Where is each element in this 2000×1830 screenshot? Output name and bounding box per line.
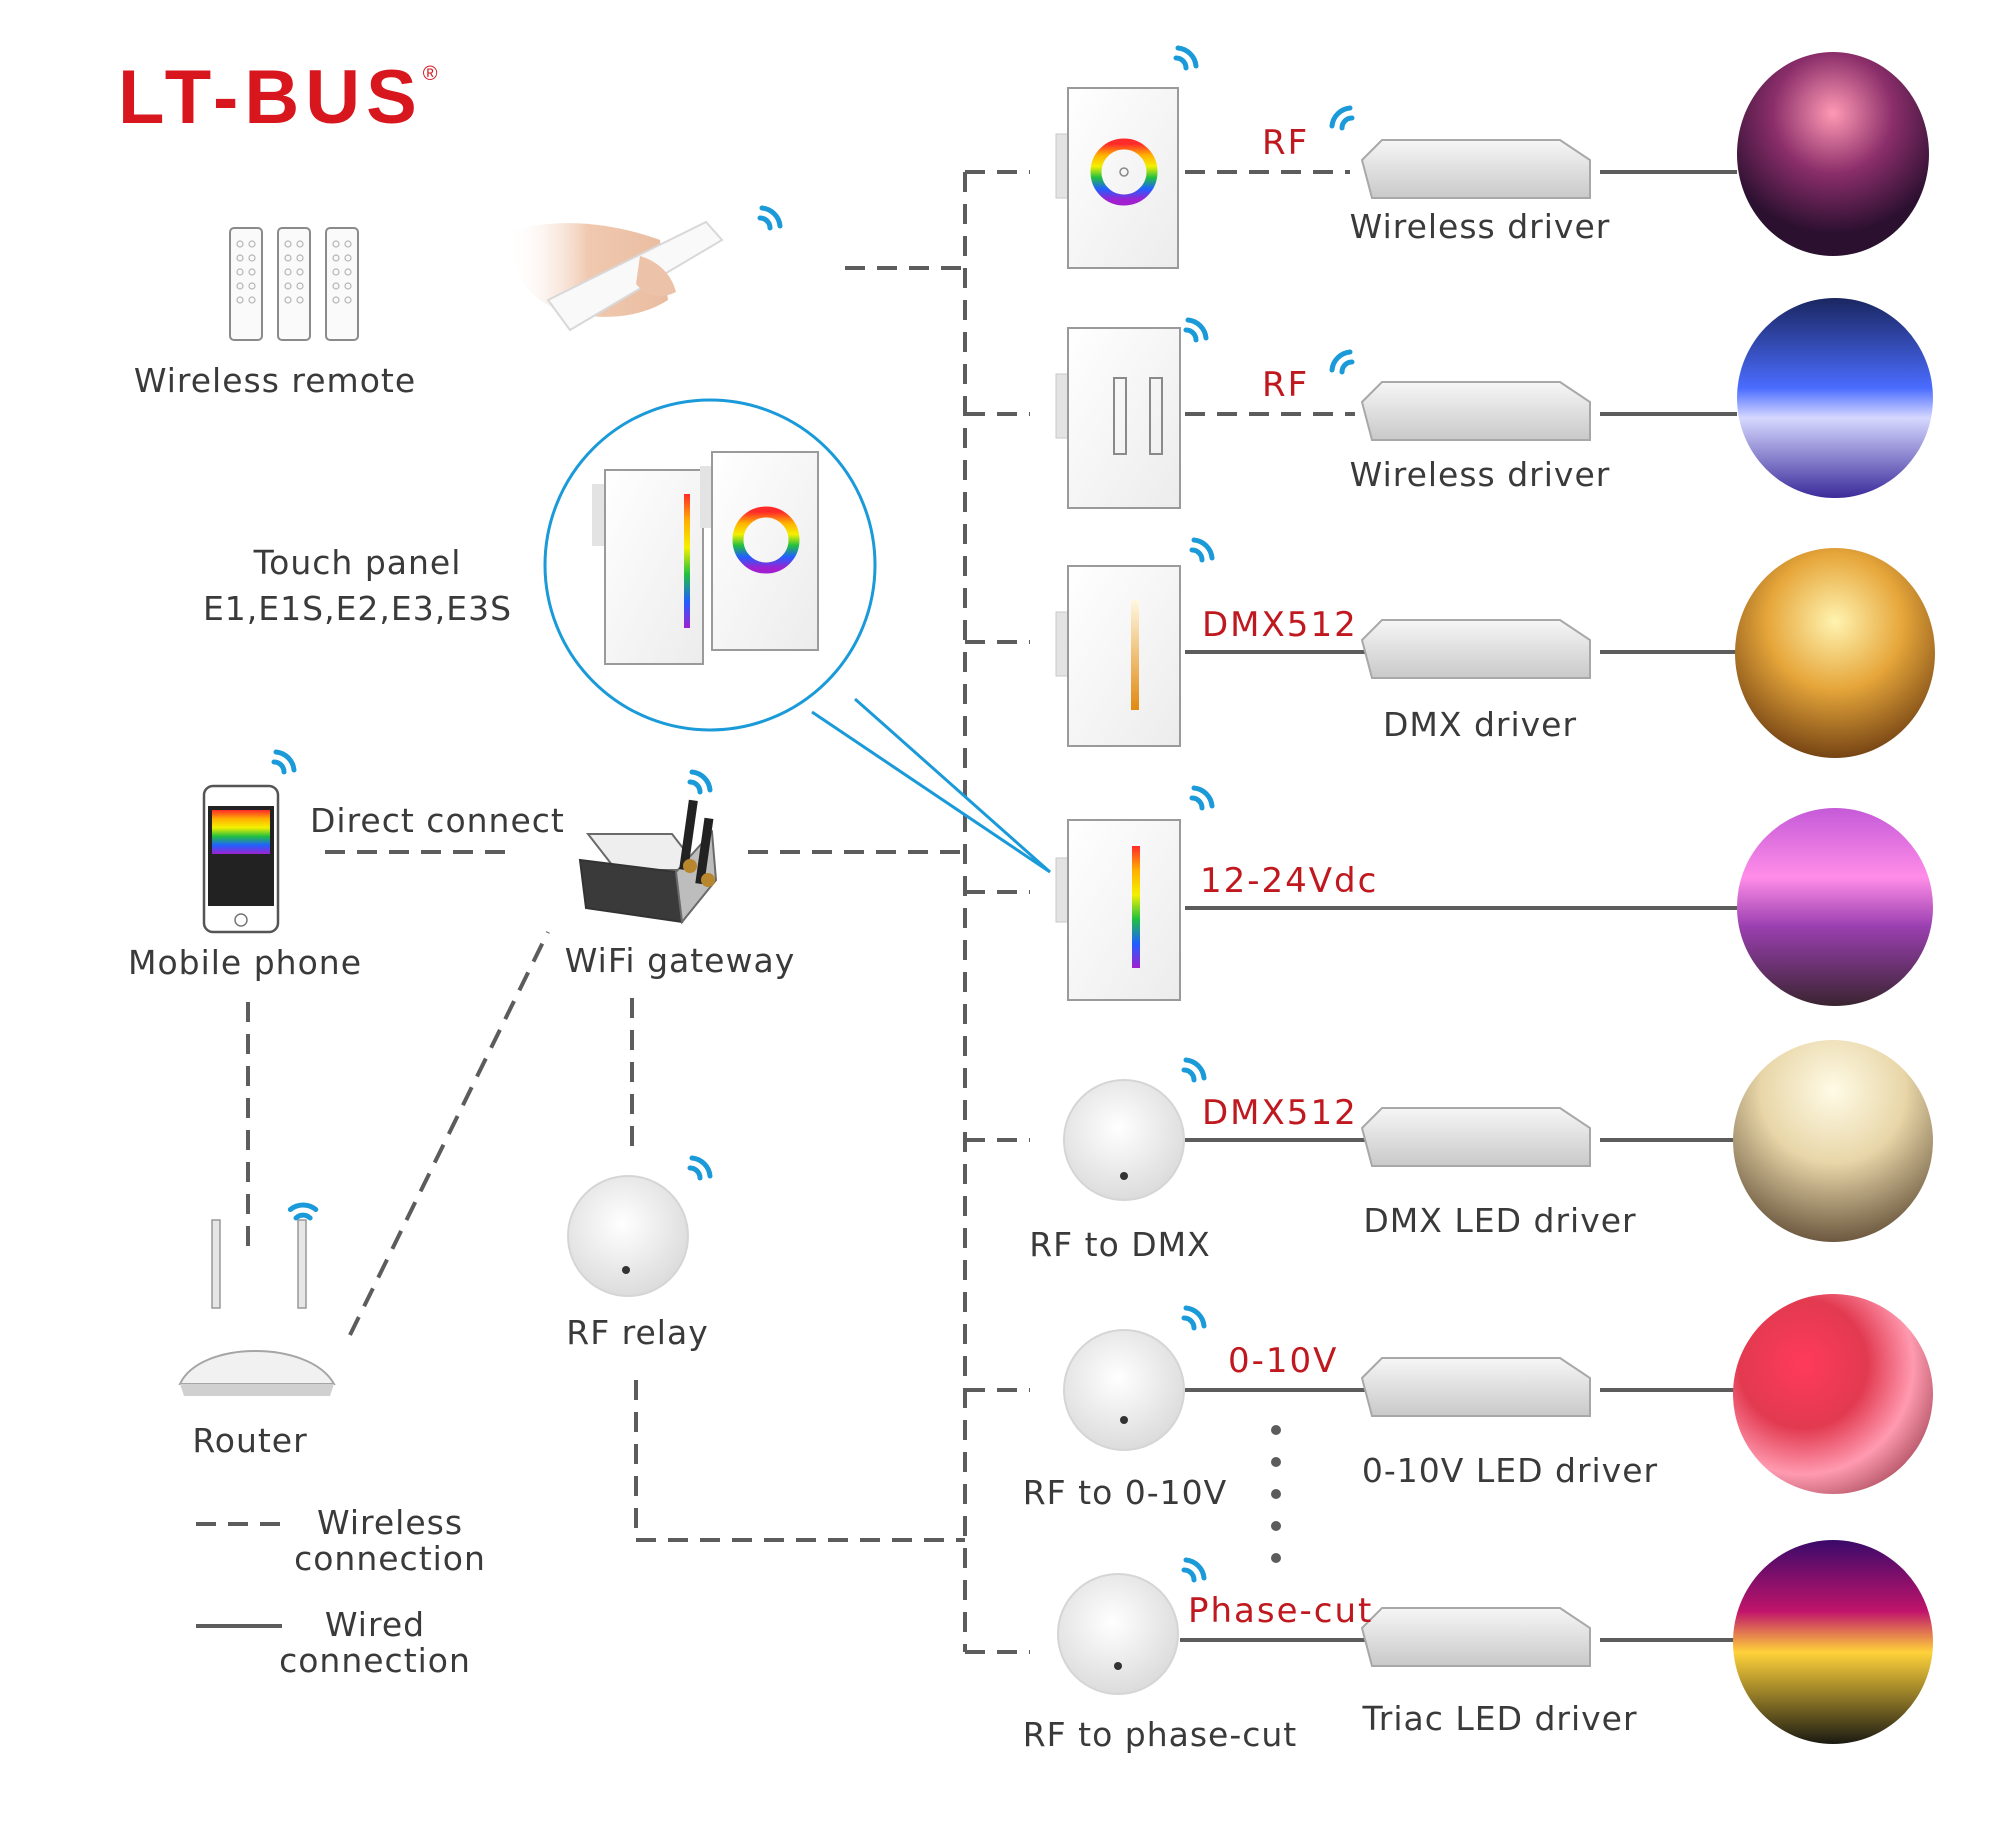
- wireless-link-router-gateway: [348, 931, 550, 1336]
- scene-photo-icon: [1735, 548, 1935, 758]
- gateway-icon: [578, 799, 718, 925]
- protocol-label: 0-10V: [1228, 1341, 1339, 1381]
- legend-wired-line1: Wired: [324, 1605, 426, 1644]
- scene-photo-icon: [1733, 1540, 1933, 1744]
- phone-icon: [202, 784, 280, 934]
- led-driver-icon: [1360, 139, 1591, 1667]
- more-devices-dots: [1271, 1425, 1281, 1563]
- brand-logo: LT-BUS®: [118, 60, 438, 136]
- legend-wireless-line2: connection: [294, 1539, 486, 1578]
- protocol-label: Phase-cut: [1188, 1591, 1374, 1631]
- driver-label: DMX driver: [1382, 705, 1578, 744]
- wifi-gateway-label: WiFi gateway: [564, 941, 796, 980]
- protocol-label: 12-24Vdc: [1200, 861, 1379, 901]
- touch-panel-icon: [1055, 87, 1181, 1001]
- wifi-icon: [271, 45, 1355, 1583]
- direct-connect-label: Direct connect: [310, 801, 565, 840]
- protocol-label: RF: [1262, 123, 1310, 163]
- device-label: RF to phase-cut: [1022, 1715, 1298, 1754]
- device-label: RF to DMX: [1029, 1225, 1211, 1264]
- wireless-link-relay-bus: [634, 1380, 965, 1542]
- scene-photo-icon: [1737, 298, 1933, 498]
- router-icon: [178, 1219, 336, 1396]
- driver-label: Wireless driver: [1349, 207, 1611, 246]
- scene-photo-icon: [1733, 1294, 1933, 1494]
- protocol-label: DMX512: [1202, 605, 1358, 645]
- wireless-remote-label: Wireless remote: [133, 361, 417, 400]
- legend-wireless-line1: Wireless: [316, 1503, 464, 1542]
- driver-label: Wireless driver: [1349, 455, 1611, 494]
- scene-photo-icon: [1733, 1040, 1933, 1242]
- rf-relay-label: RF relay: [566, 1313, 709, 1352]
- rf-relay-icon: [567, 1079, 1185, 1695]
- driver-label: DMX LED driver: [1363, 1201, 1637, 1240]
- touch-panel-models: E1,E1S,E2,E3,E3S: [202, 589, 513, 628]
- scene-photo-icon: [1737, 808, 1933, 1006]
- legend-wired-line2: connection: [279, 1641, 471, 1680]
- scene-photo-icon: [1737, 52, 1929, 256]
- protocol-label: RF: [1262, 365, 1310, 405]
- hand-remote-icon: [508, 220, 724, 332]
- mobile-phone-label: Mobile phone: [127, 943, 362, 982]
- touch-panel-title: Touch panel: [253, 543, 462, 582]
- device-label: RF to 0-10V: [1022, 1473, 1228, 1512]
- router-label: Router: [192, 1421, 308, 1460]
- touch-panel-callout: [543, 398, 1051, 874]
- driver-label: Triac LED driver: [1362, 1699, 1638, 1738]
- registered-mark: ®: [422, 63, 438, 85]
- logo-text: LT-BUS: [118, 55, 423, 140]
- protocol-label: DMX512: [1202, 1093, 1358, 1133]
- driver-label: 0-10V LED driver: [1361, 1451, 1659, 1490]
- remote-icon: [229, 227, 359, 341]
